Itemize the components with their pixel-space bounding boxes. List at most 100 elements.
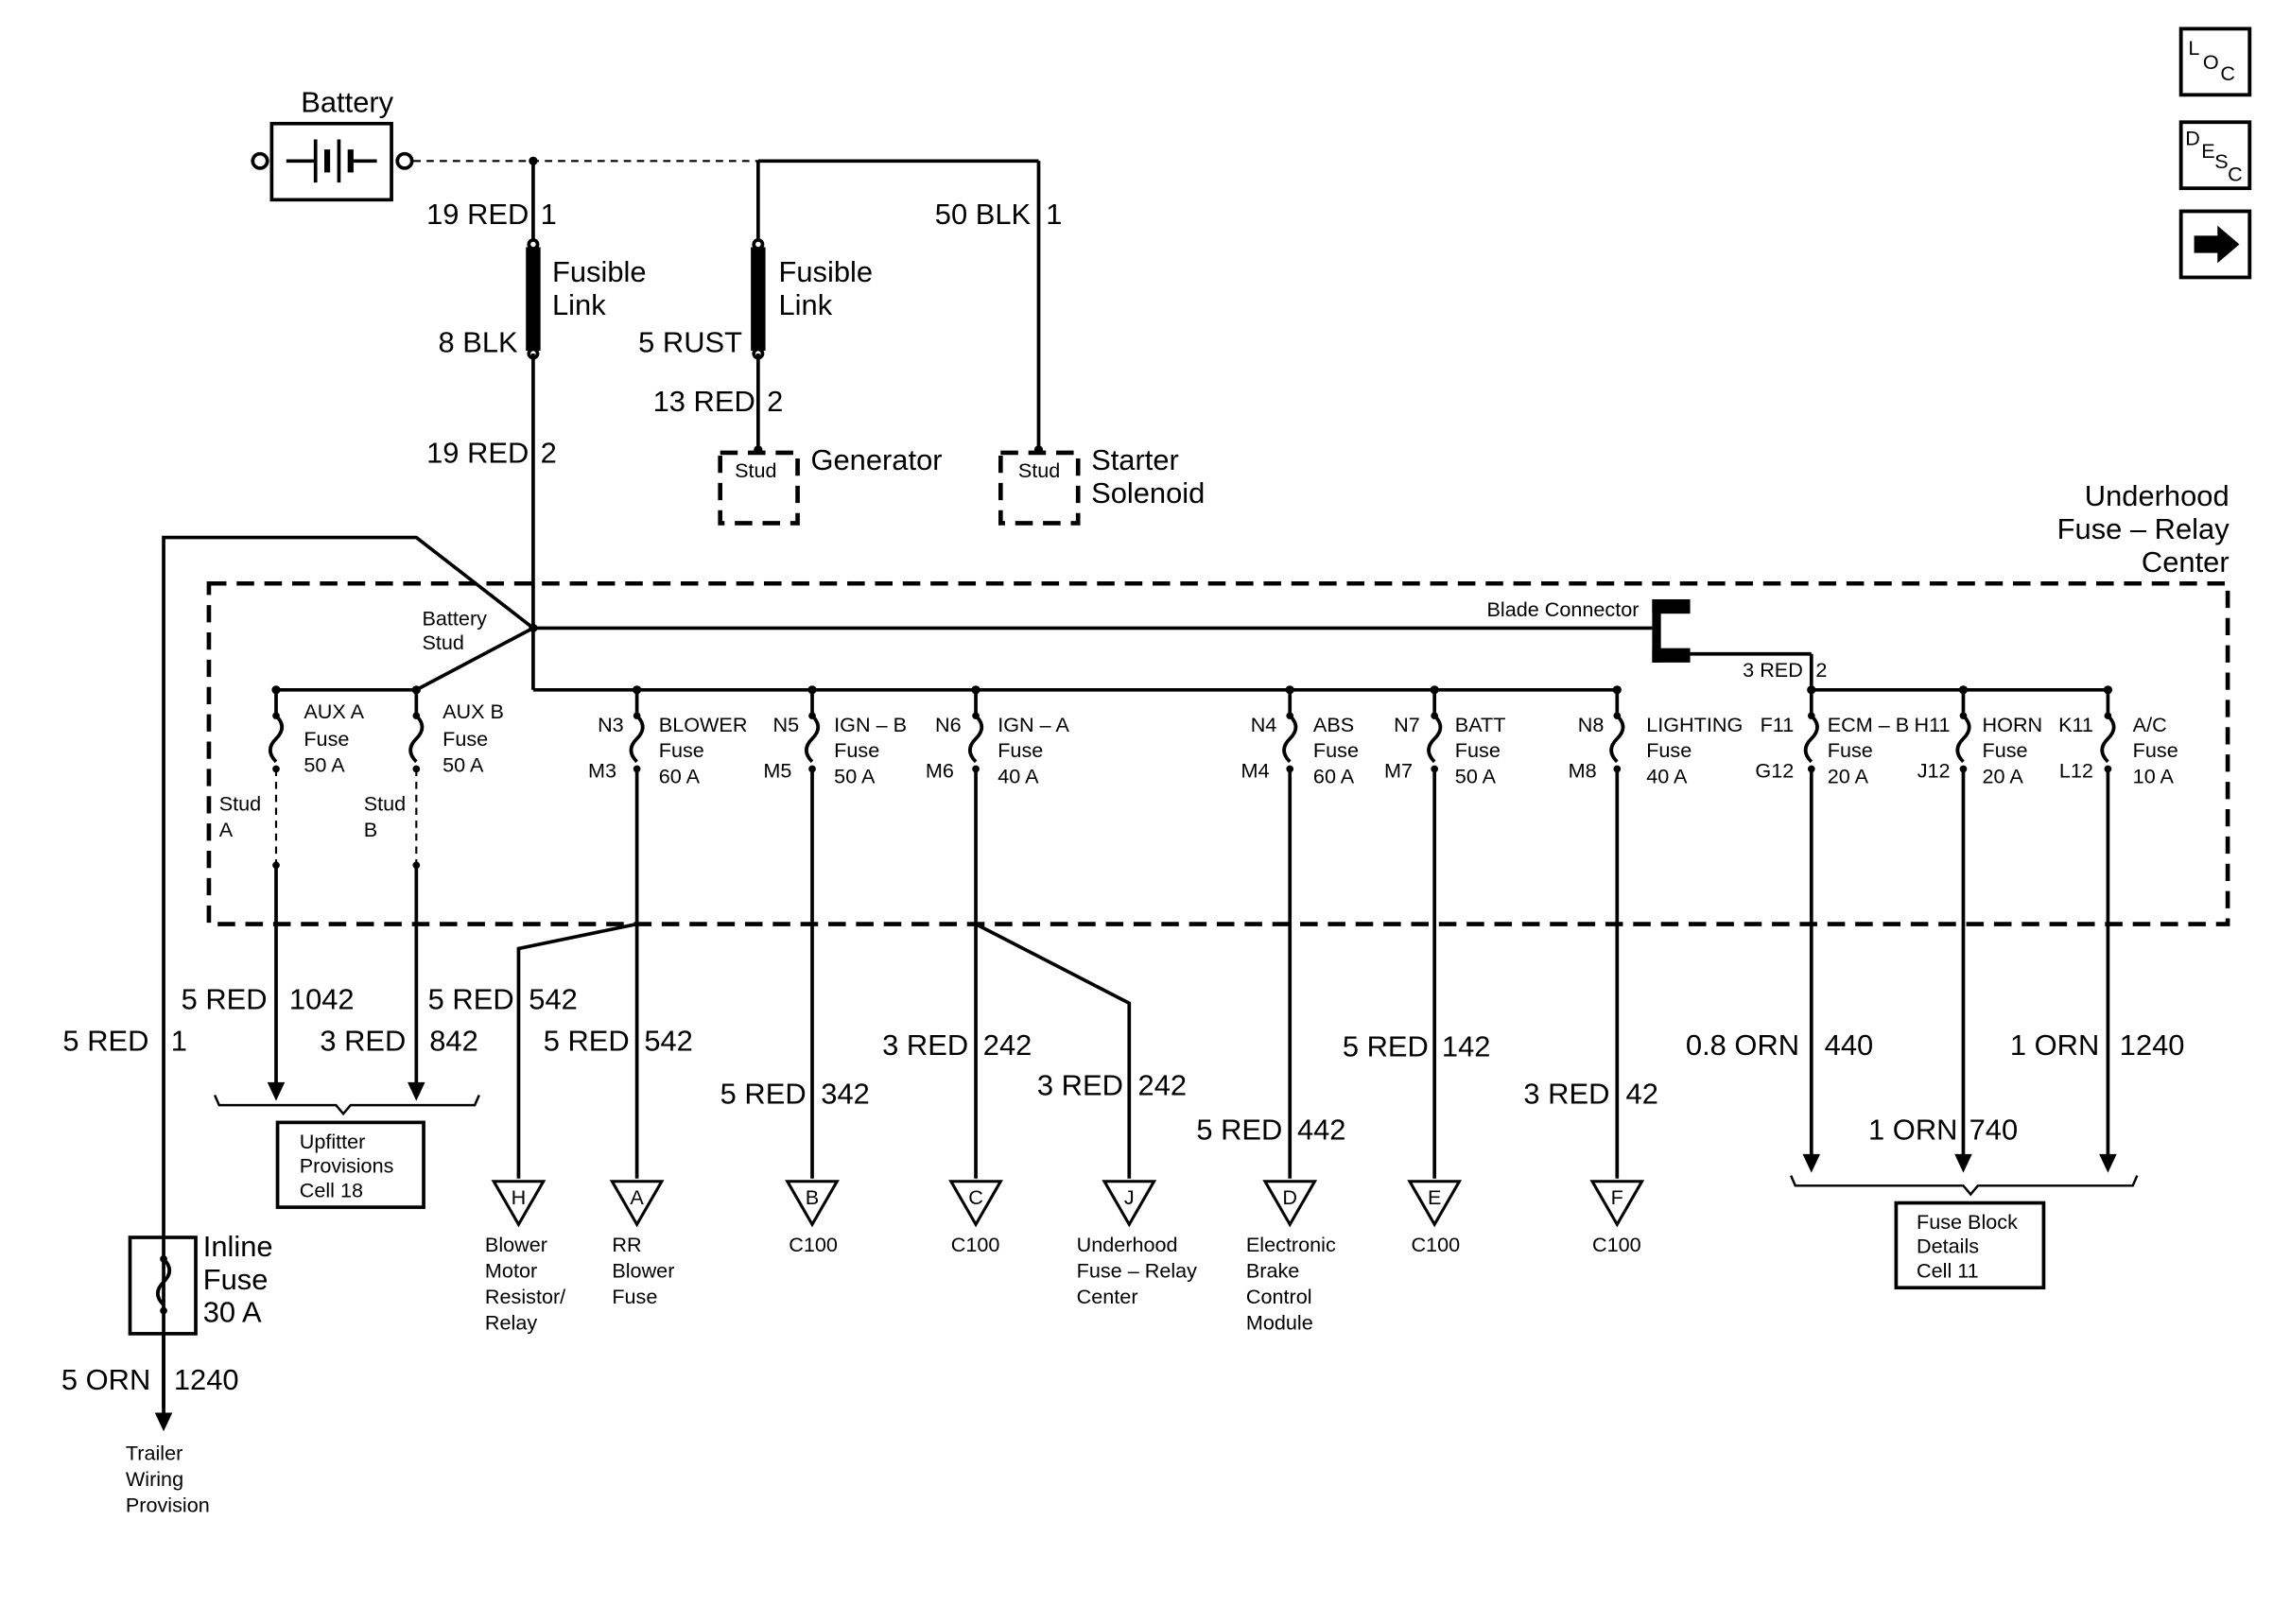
fusible-link-gauge: 8 BLK bbox=[438, 327, 518, 359]
fuse-label: Fuse bbox=[659, 739, 704, 762]
fuse-amp: 20 A bbox=[1983, 766, 2024, 788]
fuse-amp: 60 A bbox=[1313, 766, 1355, 788]
arrow-down-icon bbox=[267, 1081, 286, 1101]
desc-letter-e: E bbox=[2201, 140, 2214, 163]
pin-label: K11 bbox=[2058, 714, 2093, 736]
fuse-name: HORN bbox=[1983, 714, 2043, 736]
wire-5-red-1 bbox=[162, 535, 535, 1408]
circuit-label: 740 bbox=[1969, 1114, 2019, 1147]
arrow-down-icon bbox=[408, 1081, 425, 1101]
fuse-relay-center-box bbox=[206, 580, 2230, 926]
aux-bus bbox=[276, 626, 534, 692]
fuse-icon bbox=[1427, 714, 1443, 764]
stud-b-label: B bbox=[364, 819, 377, 841]
wire-label: 1 ORN bbox=[2010, 1029, 2099, 1062]
circuit-label: 142 bbox=[1442, 1031, 1491, 1063]
arrow-down-icon bbox=[154, 1412, 173, 1432]
destination-label: Motor bbox=[485, 1260, 537, 1283]
stud-b-label: Stud bbox=[364, 793, 406, 816]
fuse-label: Fuse bbox=[1983, 739, 2028, 762]
battery-symbol bbox=[251, 121, 414, 202]
pin-label: L12 bbox=[2059, 760, 2093, 783]
connector-icon bbox=[609, 1180, 665, 1228]
upfitter-label: Cell 18 bbox=[300, 1180, 363, 1202]
fuse-name: BLOWER bbox=[659, 714, 748, 736]
wire-label: 5 RED bbox=[544, 1026, 630, 1058]
wire-542-to-blower-motor bbox=[516, 922, 637, 1179]
connector-letter: F bbox=[1611, 1186, 1623, 1209]
pin-label: N5 bbox=[772, 714, 799, 736]
fuse-amp: 50 A bbox=[442, 754, 484, 777]
center-label: Fuse – Relay bbox=[2057, 513, 2230, 545]
pin-label: 2 bbox=[767, 386, 783, 418]
destination-label: RR bbox=[612, 1234, 641, 1256]
fuse-block-bracket bbox=[1790, 1175, 2139, 1197]
pin-label: M7 bbox=[1384, 760, 1413, 783]
destination-label: C100 bbox=[789, 1234, 838, 1256]
fuse-label: Fuse bbox=[998, 739, 1043, 762]
fuse-amp: 40 A bbox=[1646, 766, 1688, 788]
fuse-terminal bbox=[1613, 712, 1622, 719]
wire-label: 50 BLK bbox=[935, 199, 1032, 231]
loc-button[interactable]: L O C bbox=[2178, 26, 2252, 97]
destination-label: Fuse – Relay bbox=[1077, 1260, 1198, 1283]
fuse-block-label: Cell 11 bbox=[1917, 1260, 1979, 1283]
next-button[interactable] bbox=[2178, 209, 2252, 280]
pin-label: N6 bbox=[935, 714, 962, 736]
loc-letter-c: C bbox=[2220, 62, 2235, 85]
fusible-link-label: Fusible bbox=[552, 256, 647, 288]
pin-label: F11 bbox=[1761, 714, 1795, 736]
connector-letter: H bbox=[512, 1186, 527, 1209]
fuse-icon bbox=[408, 714, 425, 764]
fuse-terminal bbox=[1807, 712, 1815, 719]
fuse-block-box[interactable] bbox=[1894, 1201, 2046, 1290]
fuse-icon bbox=[1609, 714, 1625, 764]
wire-label: 0.8 ORN bbox=[1686, 1029, 1799, 1062]
destination-label: C100 bbox=[1592, 1234, 1641, 1256]
inline-fuse-label: 30 A bbox=[203, 1297, 262, 1329]
wire-label: 5 ORN bbox=[61, 1364, 150, 1396]
fuse-label: Fuse bbox=[834, 739, 879, 762]
destination-label: C100 bbox=[951, 1234, 1000, 1256]
connector-letter: D bbox=[1282, 1186, 1297, 1209]
connector-icon bbox=[1102, 1180, 1157, 1228]
fuse-name: ABS bbox=[1313, 714, 1354, 736]
arrow-down-icon bbox=[1802, 1153, 1821, 1173]
fuse-label: Fuse bbox=[1455, 739, 1501, 762]
desc-letter-s: S bbox=[2214, 150, 2228, 173]
pin-label: N4 bbox=[1251, 714, 1277, 736]
circuit-label: 1240 bbox=[2120, 1029, 2185, 1062]
wire-label: 5 RED bbox=[1343, 1031, 1429, 1063]
fuse-label: Fuse bbox=[1646, 739, 1692, 762]
arrow-right-icon bbox=[2194, 225, 2240, 264]
circuit-label: 1042 bbox=[289, 984, 355, 1016]
wire-label: 13 RED bbox=[653, 386, 755, 418]
pin-label: G12 bbox=[1755, 760, 1794, 783]
fuse-amp: 50 A bbox=[304, 754, 345, 777]
generator-stud-box bbox=[718, 450, 800, 526]
upfitter-box[interactable] bbox=[275, 1120, 425, 1209]
desc-button[interactable]: D E S C bbox=[2178, 120, 2252, 191]
fuse-icon bbox=[2100, 714, 2116, 764]
inline-fuse-label: Fuse bbox=[203, 1264, 269, 1296]
fuse-terminal bbox=[808, 712, 816, 719]
destination-label: Underhood bbox=[1077, 1234, 1178, 1256]
wire-label: 5 RED bbox=[1196, 1114, 1282, 1147]
fuse-amp: 20 A bbox=[1828, 766, 1869, 788]
arrow-down-icon bbox=[2099, 1153, 2117, 1173]
circuit-label: 42 bbox=[1626, 1079, 1658, 1111]
upfitter-label: Provisions bbox=[300, 1155, 394, 1178]
connector-letter: C bbox=[968, 1186, 983, 1209]
wire-label: 5 RED bbox=[182, 984, 268, 1016]
fuse-amp: 60 A bbox=[659, 766, 701, 788]
starter-label: Starter bbox=[1091, 444, 1179, 476]
circuit-label: 842 bbox=[429, 1026, 478, 1058]
fuse-terminal bbox=[972, 712, 980, 719]
connector-letter: J bbox=[1124, 1186, 1135, 1209]
circuit-label: 1240 bbox=[174, 1364, 239, 1396]
pin-label: M5 bbox=[763, 760, 791, 783]
destination-label: C100 bbox=[1411, 1234, 1460, 1256]
wire-label: 3 RED bbox=[1743, 659, 1803, 682]
circuit-label: 440 bbox=[1825, 1029, 1874, 1062]
